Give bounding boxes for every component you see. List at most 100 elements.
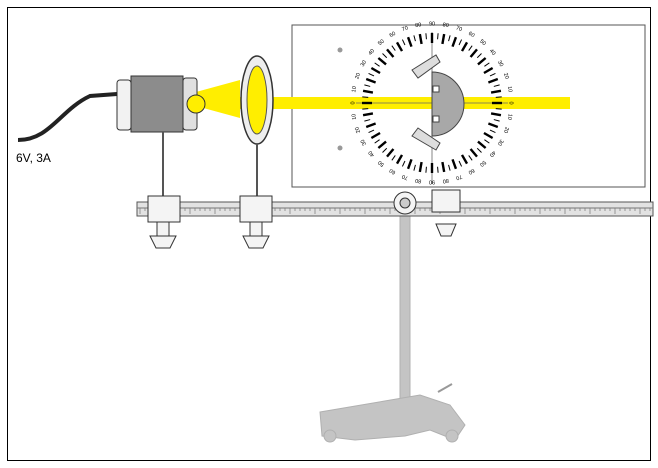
dial-tick [451, 158, 458, 170]
dial-label: 40 [368, 48, 377, 57]
beam-cone [196, 80, 240, 118]
foot-lever [437, 383, 453, 393]
dial-tick [395, 41, 404, 52]
dial-tick [489, 129, 496, 134]
dial-tick [437, 33, 439, 40]
dial-label: 60 [389, 167, 397, 175]
dial-label: 0 [350, 101, 356, 104]
lamp-back-cap [116, 79, 132, 131]
dial-label: 40 [488, 149, 497, 158]
dial-label: 70 [455, 25, 463, 33]
clamp-screw [156, 221, 170, 237]
dial-label: 80 [442, 22, 449, 29]
dial-tick [362, 96, 369, 98]
dial-tick [448, 164, 451, 171]
dial-label: 50 [377, 159, 386, 168]
rail-clamp-lens[interactable] [239, 195, 273, 249]
dial-tick [395, 154, 404, 165]
clamp-body [239, 195, 273, 223]
clamp-knob[interactable] [242, 235, 270, 249]
clamp-screw [249, 221, 263, 237]
lens-holder [240, 55, 274, 205]
dial-tick [401, 160, 406, 167]
dial-tick [370, 131, 381, 140]
board-hole-top [337, 47, 343, 53]
stand-base [319, 209, 466, 443]
dial-tick [489, 72, 496, 77]
dial-tick [476, 53, 482, 59]
dial-tick [401, 39, 406, 46]
coupler-center [399, 197, 411, 209]
dial-tick [418, 161, 423, 173]
dial-tick [484, 62, 490, 67]
dial-label: 90 [429, 21, 435, 27]
dial-tick [487, 122, 499, 129]
dial-tick [413, 164, 416, 171]
dial-tick [451, 36, 458, 48]
dial-tick [483, 131, 494, 140]
dial-tick [490, 89, 502, 94]
dial-label: 60 [467, 167, 475, 175]
dial-tick [362, 108, 369, 110]
dial-tick [382, 147, 388, 153]
holder-arm-bottom [411, 127, 441, 151]
dial-tick [468, 155, 473, 161]
dial-tick [469, 148, 478, 158]
dial-tick [460, 41, 469, 52]
holder-arm-top [411, 54, 441, 79]
clamp-body [431, 189, 461, 213]
dial-label: 20 [354, 72, 362, 80]
dial-tick [362, 89, 374, 94]
dial-label: 60 [467, 31, 475, 39]
lens-glass [246, 65, 268, 135]
foot-screw-right [445, 429, 459, 443]
dial-tick [382, 53, 388, 59]
dial-label: 20 [354, 126, 362, 134]
dial-label: 10 [351, 113, 358, 120]
power-supply-label: 6V, 3A [16, 151, 51, 165]
dial-tick [484, 139, 490, 144]
clamp-knob[interactable] [149, 235, 177, 249]
dial-label: 40 [488, 48, 497, 57]
dial-label: 70 [401, 25, 409, 33]
dial-tick [386, 48, 395, 58]
dial-label: 70 [455, 173, 463, 181]
dial-tick [476, 147, 482, 153]
dial-tick [437, 166, 439, 173]
holder-clip-top [432, 85, 440, 93]
dial-tick [493, 84, 500, 87]
dial-tick [495, 108, 502, 110]
rail-clamp-dial[interactable] [431, 189, 461, 237]
dial-tick [477, 140, 487, 149]
vertical-stand-rod [399, 209, 411, 401]
lamp-aperture [186, 94, 206, 114]
holder-clip-bottom [432, 115, 440, 123]
dial-label: 80 [415, 22, 422, 29]
dial-tick [365, 122, 377, 129]
dial-tick [377, 57, 387, 66]
power-cable [17, 92, 118, 142]
dial-label: 50 [478, 39, 487, 48]
rail-clamp-lamp[interactable] [147, 195, 181, 249]
dial-tick [406, 158, 413, 170]
dial-label: 20 [502, 126, 510, 134]
clamp-knob[interactable] [435, 223, 457, 237]
dial-tick [490, 112, 502, 117]
dial-tick [391, 155, 396, 161]
dial-label: 90 [429, 179, 435, 185]
dial-tick [441, 33, 446, 45]
dial-tick [364, 119, 371, 122]
tripod-foot [319, 394, 466, 441]
dial-tick [406, 36, 413, 48]
dial-tick [377, 140, 387, 149]
dial-tick [374, 139, 380, 144]
dial-label: 0 [508, 101, 514, 104]
dial-label: 10 [351, 86, 358, 93]
dial-tick [495, 96, 502, 98]
dial-tick [487, 77, 499, 84]
dial-label: 10 [506, 113, 513, 120]
dial-tick [362, 112, 374, 117]
dial-tick [364, 84, 371, 87]
